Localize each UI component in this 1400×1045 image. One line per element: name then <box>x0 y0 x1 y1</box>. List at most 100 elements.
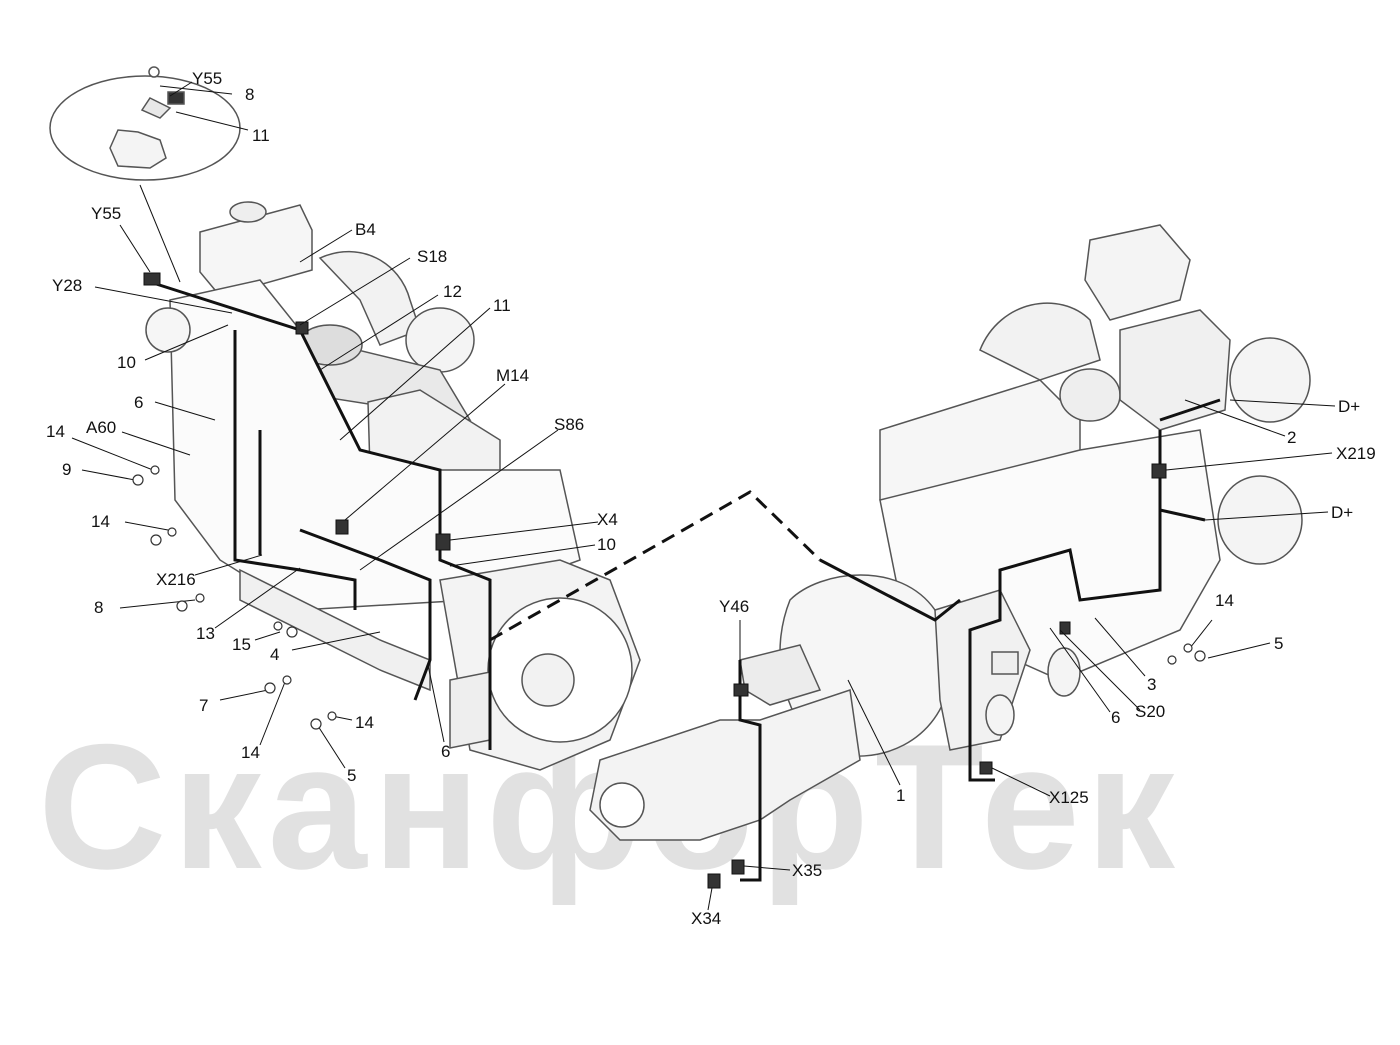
leader-3 <box>1094 617 1146 677</box>
left-turbo <box>405 307 475 373</box>
callout-y28: Y28 <box>52 276 83 295</box>
right-harness-main <box>968 430 1162 782</box>
callout-x125: X125 <box>1049 788 1089 807</box>
connector-b4 <box>295 321 309 335</box>
leader-detail-arrow <box>139 184 181 283</box>
pump-harness <box>738 660 762 882</box>
callout-14a: 14 <box>46 422 65 441</box>
callout-7: 7 <box>199 696 209 715</box>
pump-port <box>599 782 645 828</box>
detail-housing <box>109 129 167 169</box>
callout-6-left: 6 <box>134 393 144 412</box>
leader-12 <box>319 294 439 371</box>
bolt-14b <box>150 534 162 546</box>
leader-a60 <box>121 431 191 456</box>
callout-4: 4 <box>270 645 280 664</box>
left-flywheel-hub <box>521 653 575 707</box>
leader-13 <box>214 567 301 629</box>
left-cover-plate <box>449 671 491 749</box>
leader-s18 <box>299 257 411 326</box>
callout-10-mid: 10 <box>597 535 616 554</box>
leader-x35 <box>743 865 791 871</box>
callout-14c: 14 <box>241 743 260 762</box>
leader-8-detail <box>159 85 233 95</box>
leader-5-right <box>1207 642 1271 659</box>
relay-k1 <box>991 651 1019 675</box>
callout-6-right: 6 <box>1111 708 1121 727</box>
leader-x125 <box>991 767 1051 797</box>
leader-x4 <box>449 521 599 541</box>
left-engine-block <box>169 279 581 611</box>
callout-11-detail: 11 <box>252 126 270 145</box>
callout-5-left: 5 <box>347 766 357 785</box>
leader-5-left <box>317 725 346 769</box>
callout-5-right: 5 <box>1274 634 1284 653</box>
leader-10-mid <box>449 544 596 567</box>
dashed-link-harness <box>489 490 822 642</box>
callout-1: 1 <box>896 786 906 805</box>
right-turbo-cover <box>1084 224 1191 321</box>
washer-14d <box>327 711 337 721</box>
washer-8 <box>195 593 205 603</box>
right-intake-pipe <box>979 302 1101 381</box>
leader-7 <box>219 689 269 701</box>
callout-15: 15 <box>232 635 251 654</box>
leader-y55-detail <box>169 81 193 97</box>
leader-s86 <box>359 429 559 571</box>
connector-s20 <box>1059 621 1071 635</box>
leader-4 <box>291 631 381 651</box>
callout-9: 9 <box>62 460 72 479</box>
leader-2 <box>1184 399 1286 437</box>
connector-x219 <box>1151 463 1167 479</box>
leader-y55 <box>119 224 151 273</box>
detail-bolt <box>148 66 160 78</box>
callout-x219: X219 <box>1336 444 1376 463</box>
right-harness-bellhousing <box>819 558 961 622</box>
callout-d-plus-bottom: D+ <box>1331 503 1354 522</box>
leader-15 <box>254 631 281 641</box>
callout-14d: 14 <box>355 713 374 732</box>
left-harness-branch-c <box>299 528 432 701</box>
leader-11 <box>339 307 491 441</box>
left-oil-pan <box>239 568 431 692</box>
leader-14a <box>71 437 159 473</box>
washer-14-right-b <box>1183 643 1193 653</box>
right-turbo <box>1059 368 1121 422</box>
bolt-15 <box>286 626 298 638</box>
callout-m14: M14 <box>496 366 530 385</box>
callout-10-left: 10 <box>117 353 136 372</box>
connector-x35 <box>731 859 745 875</box>
callout-y46: Y46 <box>719 597 750 616</box>
callout-6-mid: 6 <box>441 742 451 761</box>
callout-d-plus-top: D+ <box>1338 397 1361 416</box>
leader-14-right <box>1189 619 1213 649</box>
callout-12: 12 <box>443 282 462 301</box>
callout-s18: S18 <box>417 247 448 266</box>
left-air-cleaner <box>199 204 313 297</box>
leader-x216 <box>194 554 263 576</box>
bolt-7 <box>264 682 276 694</box>
connector-x4 <box>435 533 451 551</box>
leader-y28 <box>94 286 233 314</box>
callout-14-right: 14 <box>1215 591 1234 610</box>
washer-7 <box>282 675 292 685</box>
left-pulley <box>145 307 191 353</box>
leader-11-detail <box>175 111 249 131</box>
callout-b4: B4 <box>355 220 376 239</box>
callout-s20: S20 <box>1135 702 1166 721</box>
callout-3: 3 <box>1147 675 1157 694</box>
detail-valve-y55 <box>167 91 185 105</box>
leader-m14 <box>344 383 506 521</box>
callout-y55: Y55 <box>91 204 122 223</box>
leader-6-right <box>1049 627 1111 713</box>
callout-x34: X34 <box>691 909 722 928</box>
callout-13: 13 <box>196 624 215 643</box>
washer-15 <box>273 621 283 631</box>
solenoid-s20-housing <box>985 694 1015 736</box>
callout-8-detail: 8 <box>245 85 255 104</box>
washer-14a <box>150 465 160 475</box>
callout-s86: S86 <box>554 415 585 434</box>
detail-bracket <box>140 97 172 119</box>
